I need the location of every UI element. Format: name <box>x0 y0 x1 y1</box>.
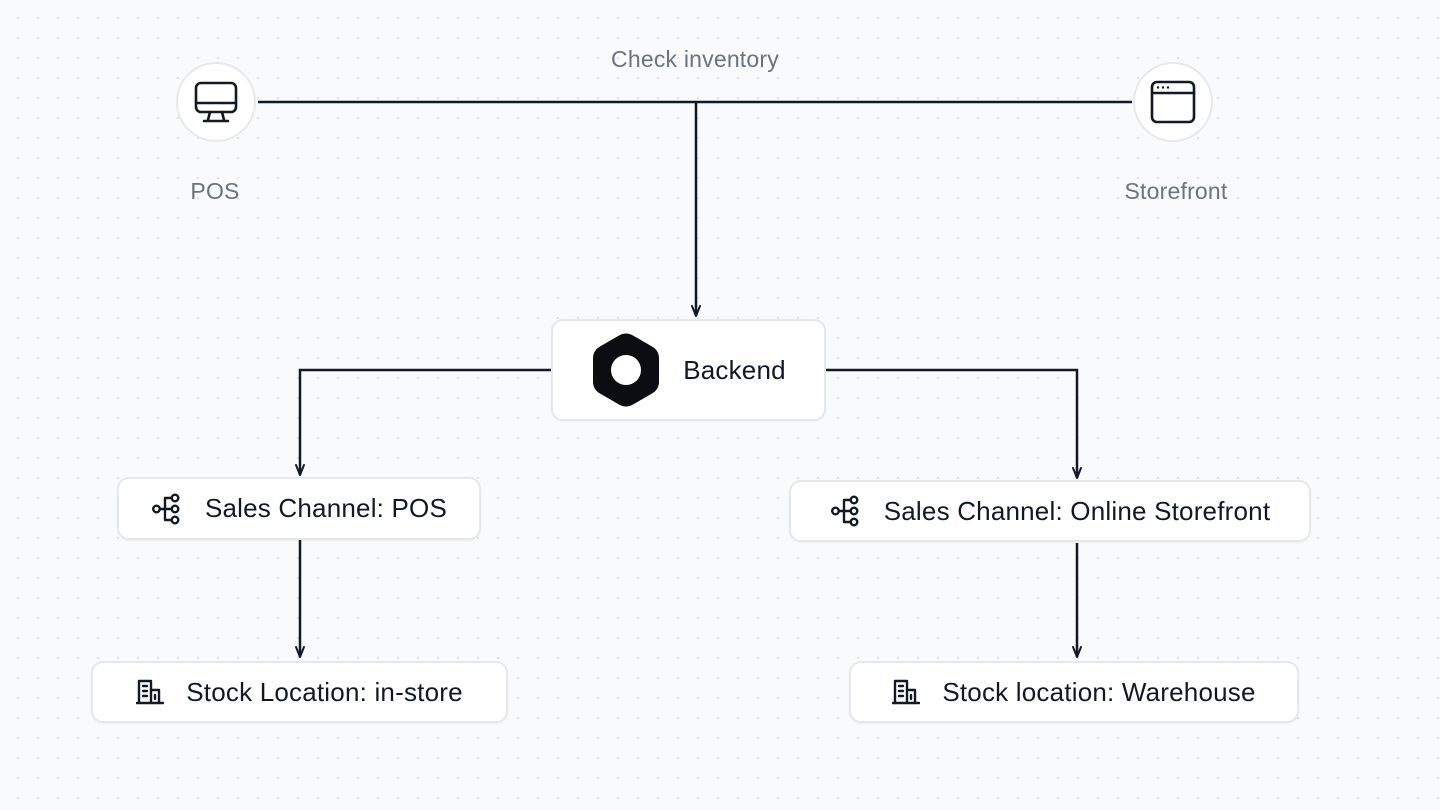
building-icon <box>136 678 165 706</box>
sales-channel-pos-node[interactable]: Sales Channel: POS <box>117 477 481 540</box>
building-icon <box>892 678 921 706</box>
storefront-client-node[interactable] <box>1133 62 1213 142</box>
backend-node[interactable]: Backend <box>551 319 826 421</box>
backend-label: Backend <box>683 354 786 385</box>
monitor-icon <box>192 78 240 126</box>
arrow-backend-to-pos-channel <box>295 368 551 476</box>
sales-channel-pos-label: Sales Channel: POS <box>204 493 448 523</box>
backend-logo-icon <box>591 333 661 407</box>
sales-channel-icon <box>151 493 183 525</box>
pos-client-label: POS <box>190 178 240 204</box>
browser-window-icon <box>1149 78 1197 126</box>
arrow-backend-to-online-channel <box>826 368 1082 479</box>
sales-channel-icon <box>830 495 862 527</box>
sales-channel-online-label: Sales Channel: Online Storefront <box>883 495 1271 526</box>
storefront-client-label: Storefront <box>1124 178 1228 204</box>
stock-location-warehouse-label: Stock location: Warehouse <box>942 676 1256 707</box>
check-inventory-label: Check inventory <box>611 46 779 72</box>
stock-location-in-store-label: Stock Location: in-store <box>186 676 463 707</box>
pos-client-node[interactable] <box>176 62 256 142</box>
sales-channel-online-node[interactable]: Sales Channel: Online Storefront <box>789 480 1311 542</box>
stock-location-in-store-node[interactable]: Stock Location: in-store <box>91 661 508 723</box>
stock-location-warehouse-node[interactable]: Stock location: Warehouse <box>849 661 1299 723</box>
